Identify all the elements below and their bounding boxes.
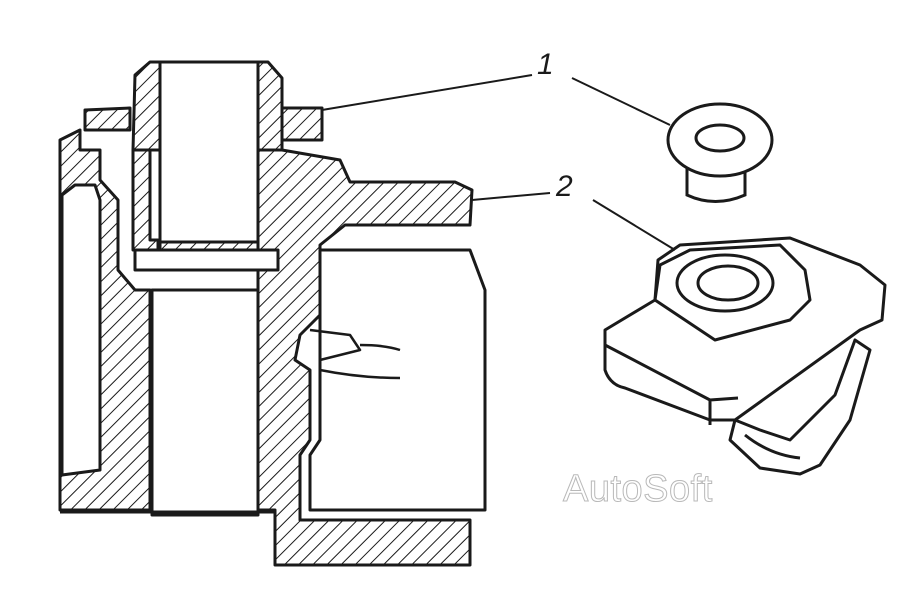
clip-spring-tab <box>728 338 872 476</box>
clip-spring-tab-inner <box>744 433 801 460</box>
right-cavity <box>308 248 487 512</box>
leader-lines <box>321 74 676 251</box>
callout-label-1: 1 <box>537 48 554 81</box>
watermark-logo: AutoSoft <box>563 468 713 511</box>
leader-line-1-housing <box>321 74 533 111</box>
leader-line-1-part <box>571 77 671 126</box>
grommet-hole <box>694 123 746 153</box>
plug-flange-right <box>280 106 324 142</box>
housing-right-body <box>256 148 474 567</box>
bore-seat <box>133 248 280 272</box>
plug-flange <box>83 106 132 132</box>
housing-left-cavity <box>60 183 102 477</box>
clip-hole <box>696 264 760 302</box>
leader-line-2-part <box>592 199 676 251</box>
part-2-clip <box>603 236 887 476</box>
part-1-grommet <box>666 102 774 203</box>
housing-cross-section <box>58 60 487 567</box>
leader-line-2-housing <box>471 192 551 201</box>
port-channel <box>309 328 401 380</box>
bore-left-wall <box>131 148 160 252</box>
callout-label-2: 2 <box>556 170 573 203</box>
central-bore-lower <box>150 288 260 517</box>
clip-side-face <box>604 343 739 425</box>
central-bore-upper <box>158 60 260 244</box>
